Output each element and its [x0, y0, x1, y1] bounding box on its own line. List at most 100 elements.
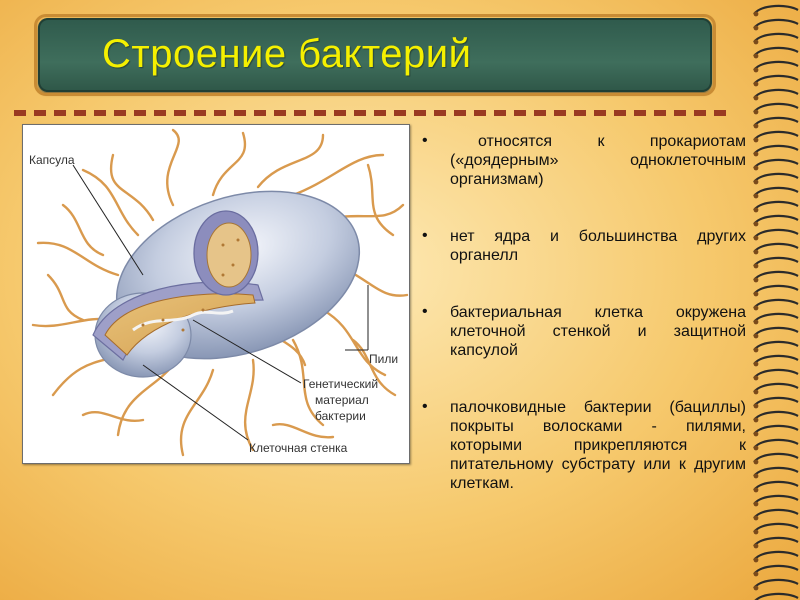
spiral-ring [753, 158, 799, 169]
label-pili: Пили [369, 352, 399, 366]
spiral-hole [753, 585, 759, 591]
spiral-hole [753, 417, 759, 423]
spiral-ring [754, 592, 799, 600]
spiral-ring [753, 354, 799, 365]
spiral-hole [753, 375, 759, 381]
spiral-hole [753, 221, 759, 227]
spiral-ring [753, 130, 799, 141]
spiral-ring [753, 326, 799, 337]
spiral-ring [753, 88, 799, 99]
spiral-hole [753, 235, 759, 241]
label-genetic-material-3: бактерии [315, 409, 366, 423]
spiral-hole [753, 249, 759, 255]
spiral-hole [753, 319, 759, 325]
label-capsule: Капсула [29, 153, 75, 167]
spiral-hole [753, 179, 759, 185]
bullet-marker: • [422, 227, 428, 244]
spiral-ring [753, 578, 799, 589]
spiral-hole [753, 557, 759, 563]
spiral-ring [753, 298, 799, 309]
bullet-text: относятся к прокариотам («доядерным» одн… [450, 133, 746, 188]
spiral-hole [753, 543, 759, 549]
spiral-ring [753, 508, 799, 519]
spiral-ring [753, 522, 799, 533]
spiral-hole [753, 571, 759, 577]
spiral-hole [753, 445, 759, 451]
spiral-hole [753, 165, 759, 171]
spiral-ring [753, 452, 799, 463]
label-cell-wall: Клеточная стенка [249, 441, 348, 455]
notebook-spiral [753, 4, 799, 600]
spiral-ring [753, 438, 799, 449]
spiral-ring [753, 116, 799, 127]
spiral-hole [753, 25, 759, 31]
spiral-ring [753, 228, 799, 239]
spiral-hole [753, 361, 759, 367]
spiral-hole [753, 53, 759, 59]
spiral-ring [753, 368, 799, 379]
spiral-ring [753, 4, 799, 15]
bullet-item: • палочковидные бактерии (бациллы) покры… [420, 398, 746, 493]
spiral-hole [753, 305, 759, 311]
spiral-hole [753, 487, 759, 493]
spiral-ring [753, 564, 799, 575]
bullet-item: • нет ядра и большинства других органелл [420, 227, 746, 265]
spiral-ring [753, 32, 799, 43]
spiral-ring [753, 186, 799, 197]
bullet-text: бактериальная клетка окружена клеточной … [450, 304, 746, 359]
spiral-ring [753, 396, 799, 407]
spiral-ring [753, 270, 799, 281]
title-bar: Строение бактерий [34, 14, 716, 96]
spiral-ring [753, 74, 799, 85]
dashed-divider [14, 110, 726, 116]
spiral-hole [753, 67, 759, 73]
spiral-ring [753, 382, 799, 393]
spiral-ring [753, 480, 799, 491]
label-genetic-material-1: Генетический [303, 377, 379, 391]
spiral-hole [753, 81, 759, 87]
spiral-ring [753, 102, 799, 113]
spiral-hole [753, 431, 759, 437]
slide-title: Строение бактерий [102, 32, 472, 76]
bullet-text: палочковидные бактерии (бациллы) покрыты… [450, 399, 746, 492]
spiral-hole [753, 277, 759, 283]
spiral-hole [753, 459, 759, 465]
spiral-ring [753, 46, 799, 57]
bullet-list: • относятся к прокариотам («доядерным» о… [420, 132, 746, 531]
spiral-ring [753, 466, 799, 477]
spiral-hole [753, 11, 759, 17]
spiral-ring [753, 340, 799, 351]
title-frame [34, 14, 716, 96]
spiral-hole [753, 263, 759, 269]
spiral-hole [753, 193, 759, 199]
spiral-ring [753, 18, 799, 29]
spiral-hole [753, 515, 759, 521]
spiral-hole [753, 501, 759, 507]
spiral-hole [753, 529, 759, 535]
spiral-ring [753, 200, 799, 211]
bacteria-illustration [31, 128, 409, 457]
bullet-marker: • [422, 303, 428, 320]
spiral-hole [753, 95, 759, 101]
spiral-ring [753, 144, 799, 155]
spiral-ring [753, 494, 799, 505]
spiral-ring [753, 60, 799, 71]
spiral-ring [753, 214, 799, 225]
spiral-ring [753, 172, 799, 183]
spiral-ring [753, 284, 799, 295]
spiral-ring [753, 242, 799, 253]
spiral-hole [753, 389, 759, 395]
bullet-item: • бактериальная клетка окружена клеточно… [420, 303, 746, 360]
spiral-hole [753, 473, 759, 479]
spiral-hole [753, 291, 759, 297]
spiral-ring [753, 550, 799, 561]
spiral-ring [753, 410, 799, 421]
spiral-hole [753, 207, 759, 213]
spiral-ring [753, 536, 799, 547]
spiral-hole [753, 151, 759, 157]
spiral-hole [753, 123, 759, 129]
spiral-hole [753, 39, 759, 45]
spiral-ring [753, 256, 799, 267]
spiral-hole [753, 109, 759, 115]
bacteria-diagram: Капсула Пили Генетический материал бакте… [22, 124, 410, 464]
